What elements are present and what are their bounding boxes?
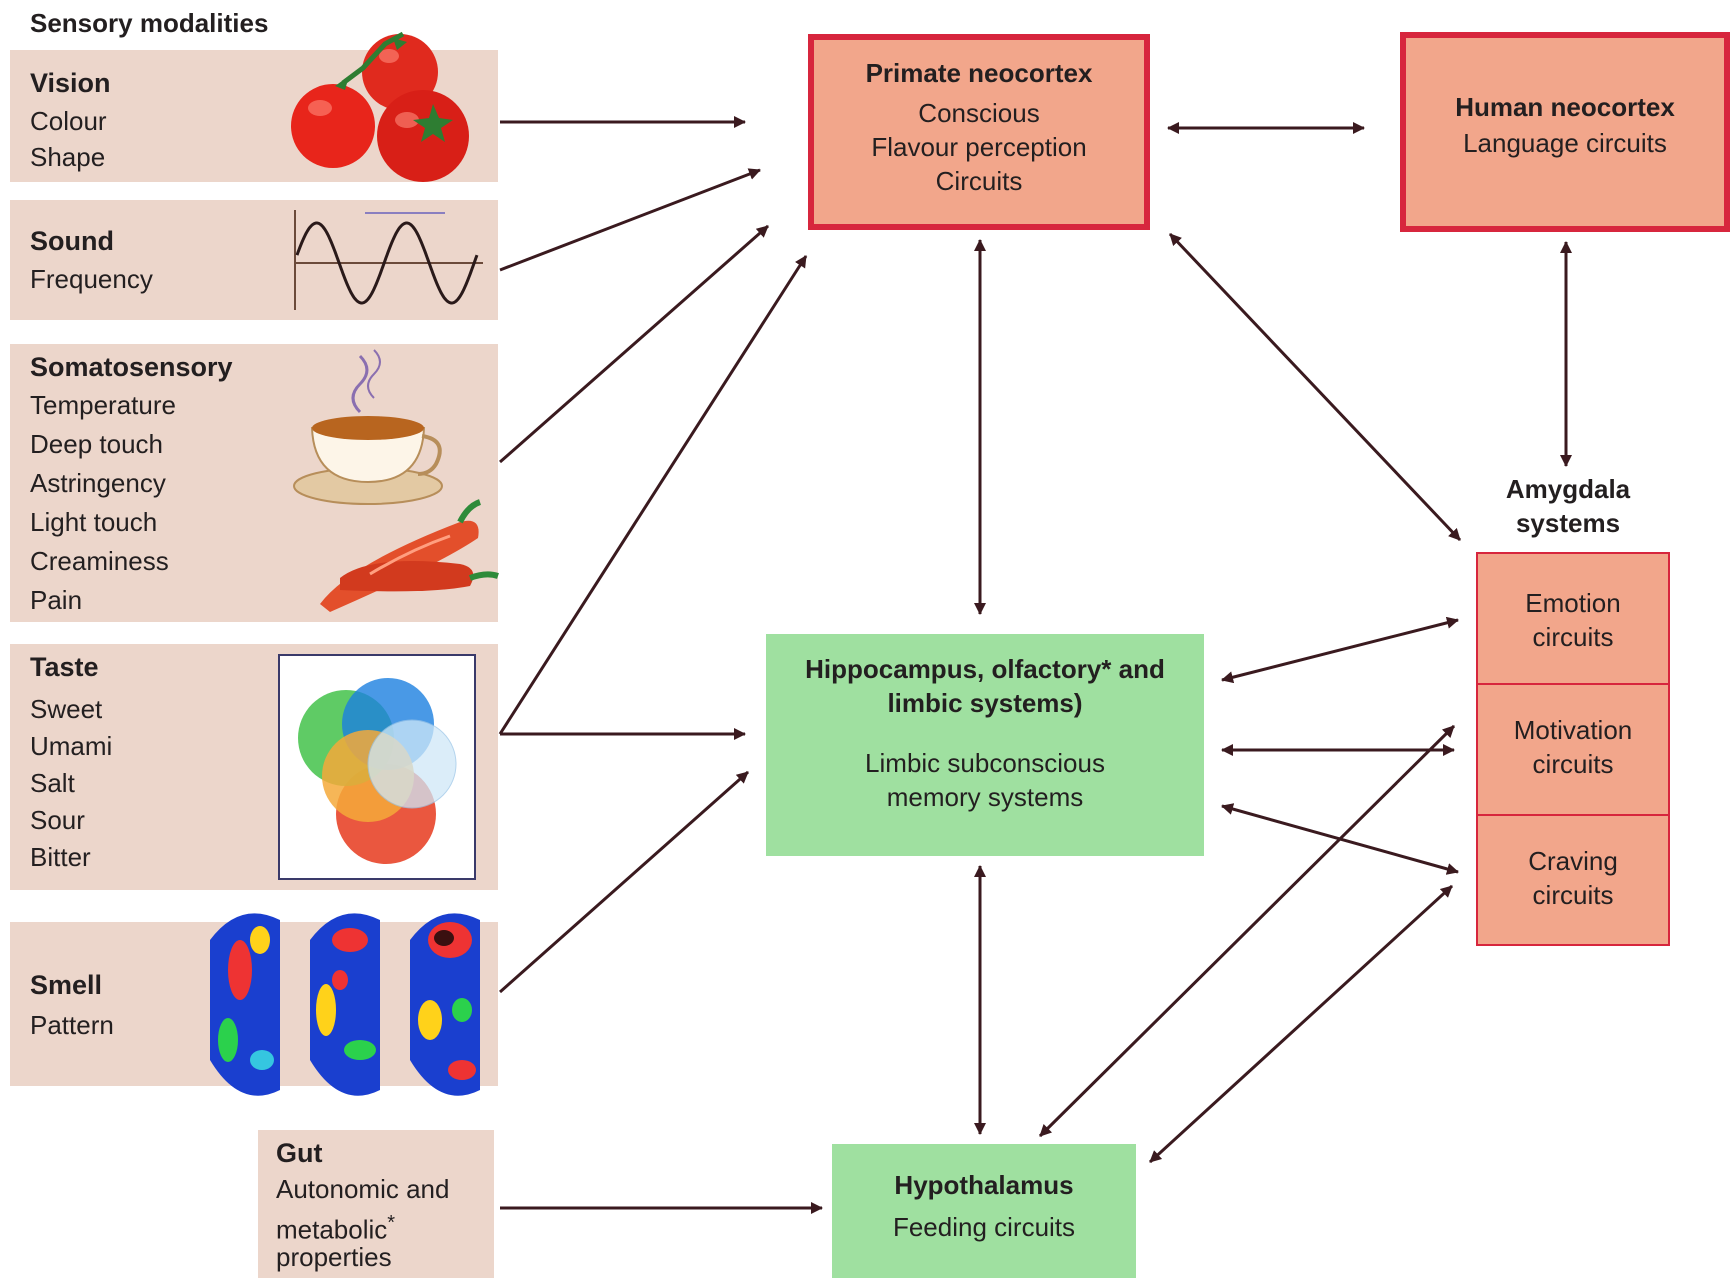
arrow-hypothalamus-craving [1148,884,1454,1164]
vision-title: Vision [30,68,111,98]
chili-pepper-icon [320,499,499,612]
gut-line-2: metabolic* [276,1212,396,1245]
somatosensory-panel: Somatosensory Temperature Deep touch Ast… [10,344,499,622]
taste-line-5: Bitter [30,842,91,872]
emotion-line-2: circuits [1532,622,1614,652]
amygdala-label: Amygdala systems [1460,472,1676,540]
sound-title: Sound [30,226,114,256]
sine-wave-icon [294,210,483,310]
somato-line-5: Creaminess [30,546,169,576]
motivation-line-1: Motivation [1513,715,1633,745]
taste-panel: Taste Sweet Umami Salt Sour Bitter [10,644,498,890]
somato-title: Somatosensory [30,352,233,382]
primate-neocortex-title: Primate neocortex [865,58,1093,88]
arrow-somato-primate [499,224,769,464]
hypothalamus-title: Hypothalamus [894,1170,1074,1200]
somato-line-1: Temperature [30,390,176,420]
arrow-primate-amygdala [1168,232,1462,542]
human-neocortex-box: Human neocortex Language circuits [1400,32,1730,232]
arrow-taste-primate [498,255,808,735]
sound-panel: Sound Frequency [10,200,498,320]
sensory-modalities-heading: Sensory modalities [30,8,269,38]
craving-line-1: Craving [1528,846,1618,876]
somato-line-4: Light touch [30,507,158,537]
emotion-line-1: Emotion [1525,588,1621,618]
emotion-circuits-box: Emotion circuits [1476,552,1670,685]
smell-panel: Smell Pattern [10,913,498,1096]
tomato-icon [291,31,469,182]
brain-scan-icon [210,913,480,1096]
hippocampus-title-2: limbic systems) [887,688,1083,718]
gut-asterisk: * [387,1212,396,1234]
sound-line-1: Frequency [30,264,153,294]
taste-line-4: Sour [30,805,85,835]
motivation-circuits-box: Motivation circuits [1476,683,1670,816]
vision-line-2: Shape [30,142,106,172]
hippocampus-title-1: Hippocampus, olfactory* and [805,654,1165,684]
gut-panel: Gut Autonomic and metabolic* properties [258,1130,494,1278]
craving-circuits-box: Craving circuits [1476,814,1670,946]
teacup-icon [293,349,443,505]
human-neocortex-title: Human neocortex [1455,92,1675,122]
gut-line-3: properties [276,1242,392,1272]
primate-neocortex-box: Primate neocortex Conscious Flavour perc… [808,34,1150,230]
hypothalamus-box: Hypothalamus Feeding circuits [832,1144,1136,1278]
primate-line-1: Conscious [918,98,1040,128]
taste-line-3: Salt [30,768,75,798]
vision-panel: Vision Colour Shape [10,31,498,182]
amygdala-label-1: Amygdala [1505,474,1631,504]
arrow-sound-primate [499,168,761,272]
arrow-hippocampus-emotion [1221,616,1459,684]
venn-diagram-icon [278,654,476,880]
somato-line-3: Astringency [30,468,166,498]
gut-line-1: Autonomic and [276,1174,450,1204]
taste-title: Taste [30,652,99,682]
smell-line-1: Pattern [30,1010,114,1040]
gut-title: Gut [276,1138,323,1168]
vision-line-1: Colour [30,106,107,136]
arrow-smell-hippocampus [499,770,749,994]
primate-line-3: Circuits [935,166,1023,196]
human-line-1: Language circuits [1463,128,1667,158]
somato-line-6: Pain [30,585,83,615]
taste-line-1: Sweet [30,694,103,724]
amygdala-label-2: systems [1515,508,1621,538]
smell-title: Smell [30,970,103,1000]
craving-line-2: circuits [1532,880,1614,910]
hypothalamus-line-1: Feeding circuits [892,1212,1076,1242]
primate-line-2: Flavour perception [871,132,1087,162]
taste-line-2: Umami [30,731,113,761]
motivation-line-2: circuits [1532,749,1614,779]
somato-line-2: Deep touch [30,429,163,459]
